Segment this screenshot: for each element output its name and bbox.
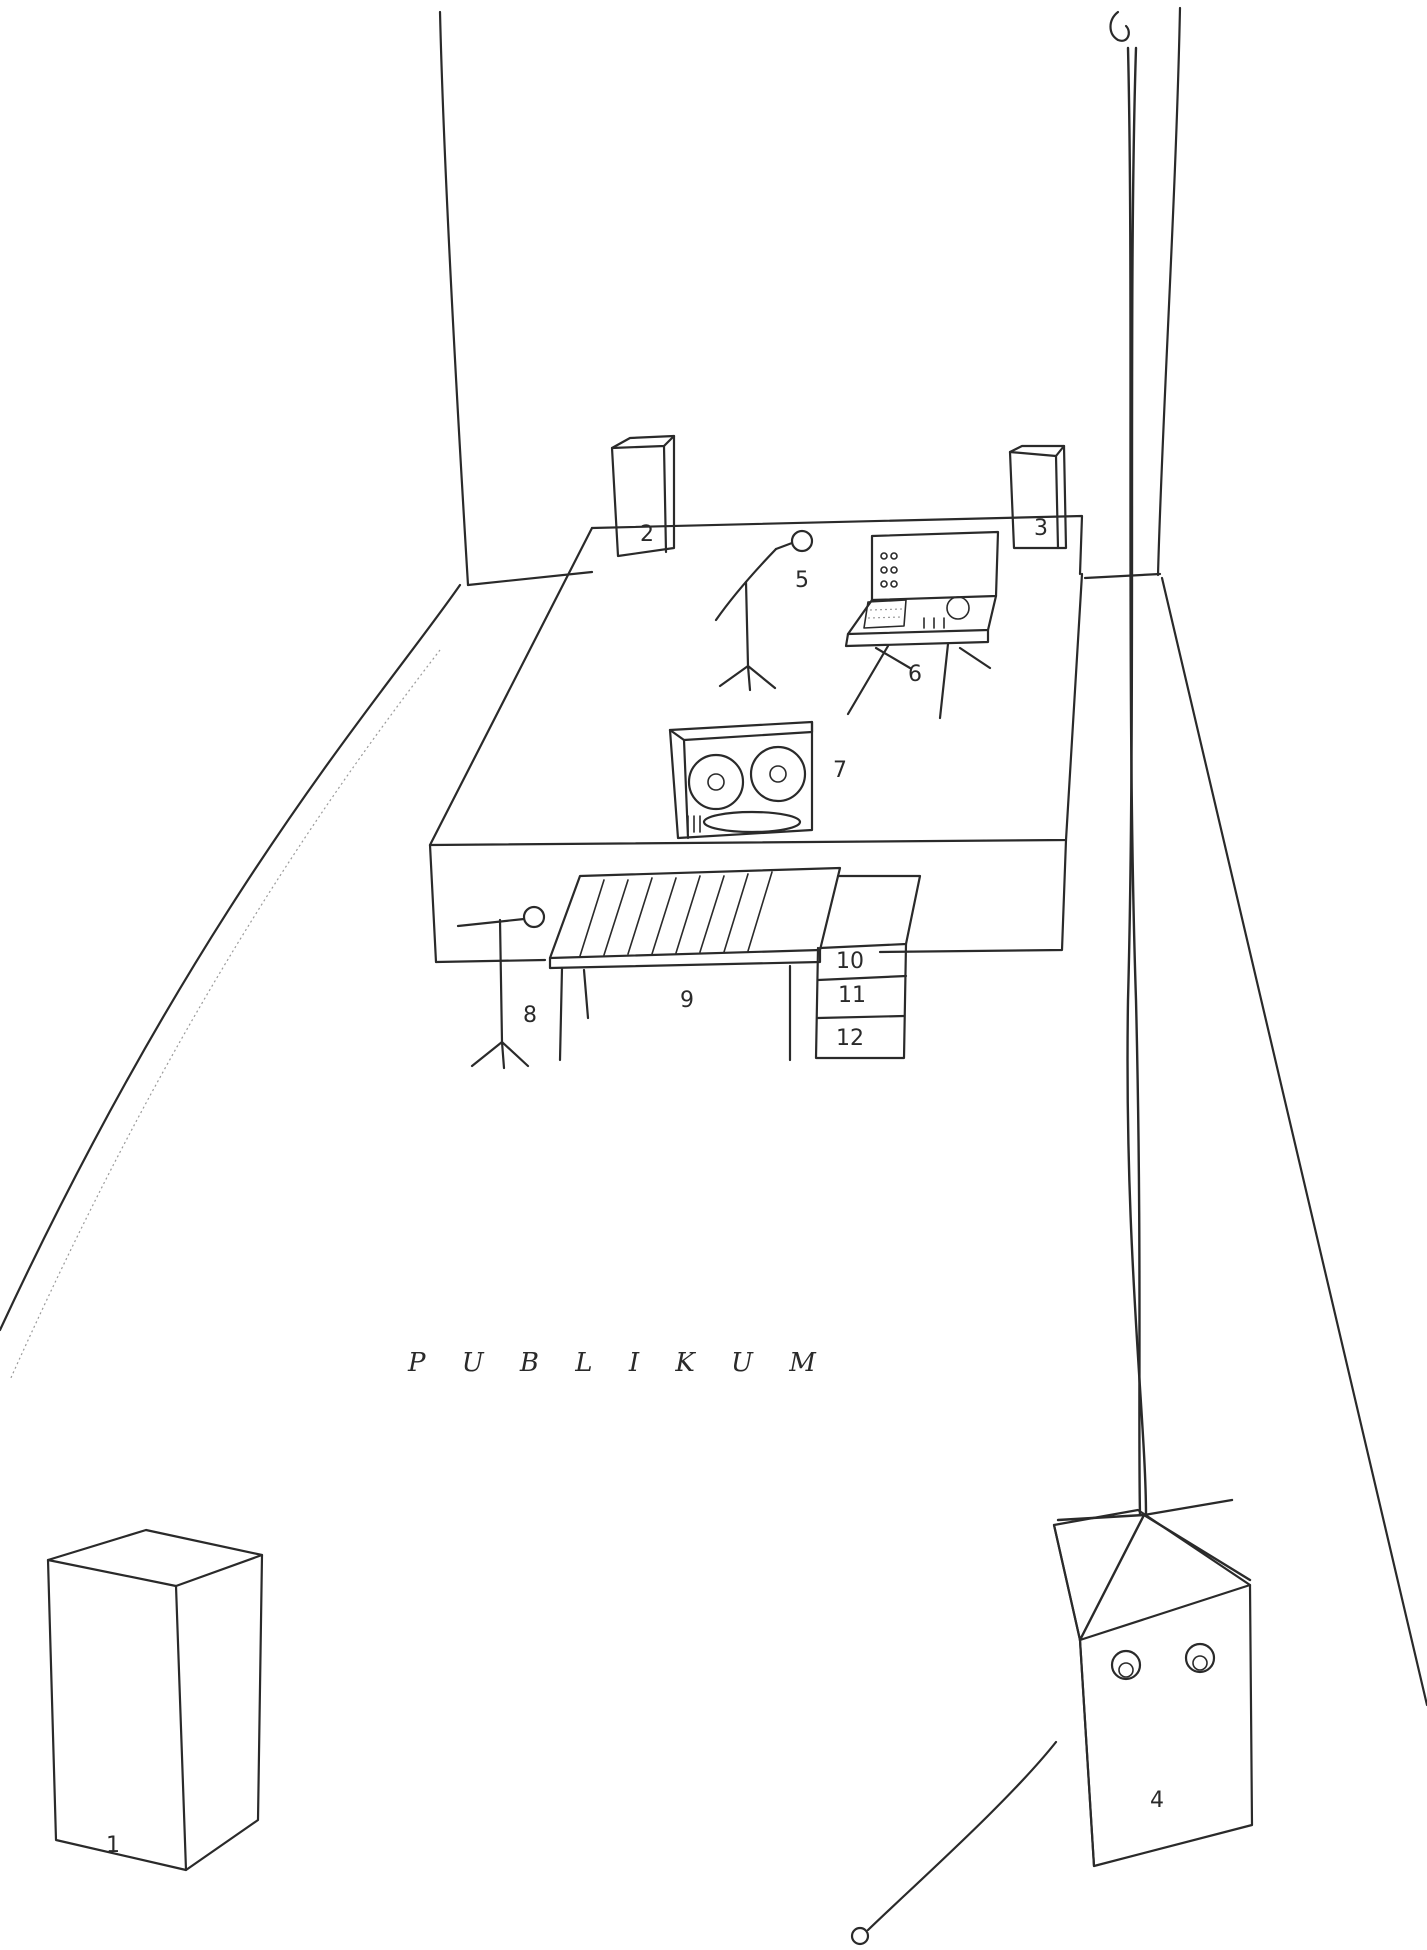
label-speaker-2: 2 <box>640 522 654 547</box>
label-synthesizer-6: 6 <box>908 662 922 687</box>
suspension-rope <box>850 10 1252 1946</box>
label-microphone-8: 8 <box>523 1003 537 1028</box>
label-mixing-desk-9: 9 <box>680 988 694 1013</box>
room-walls <box>0 6 1427 1707</box>
label-drawer-11: 11 <box>838 983 866 1008</box>
label-speaker-3: 3 <box>1034 516 1048 541</box>
label-microphone-5: 5 <box>795 568 809 593</box>
speaker-2 <box>610 434 676 558</box>
microphone-5 <box>714 529 814 692</box>
label-drawer-12: 12 <box>836 1026 864 1051</box>
label-tape-recorder-7: 7 <box>833 758 847 783</box>
speaker-1 <box>46 1528 264 1872</box>
label-speaker-1: 1 <box>106 1833 120 1858</box>
label-drawer-10: 10 <box>836 949 864 974</box>
audience-label: P U B L I K U M <box>408 1348 830 1378</box>
microphone-8 <box>456 905 546 1070</box>
speaker-3 <box>1008 444 1068 550</box>
label-hanging-speaker-4: 4 <box>1150 1788 1164 1813</box>
synthesizer-6 <box>844 530 1000 720</box>
mixing-desk-9 <box>548 866 922 1062</box>
stage-platform <box>428 514 1084 964</box>
hanging-speaker-4 <box>1052 1508 1254 1868</box>
tape-recorder-7 <box>668 720 814 840</box>
